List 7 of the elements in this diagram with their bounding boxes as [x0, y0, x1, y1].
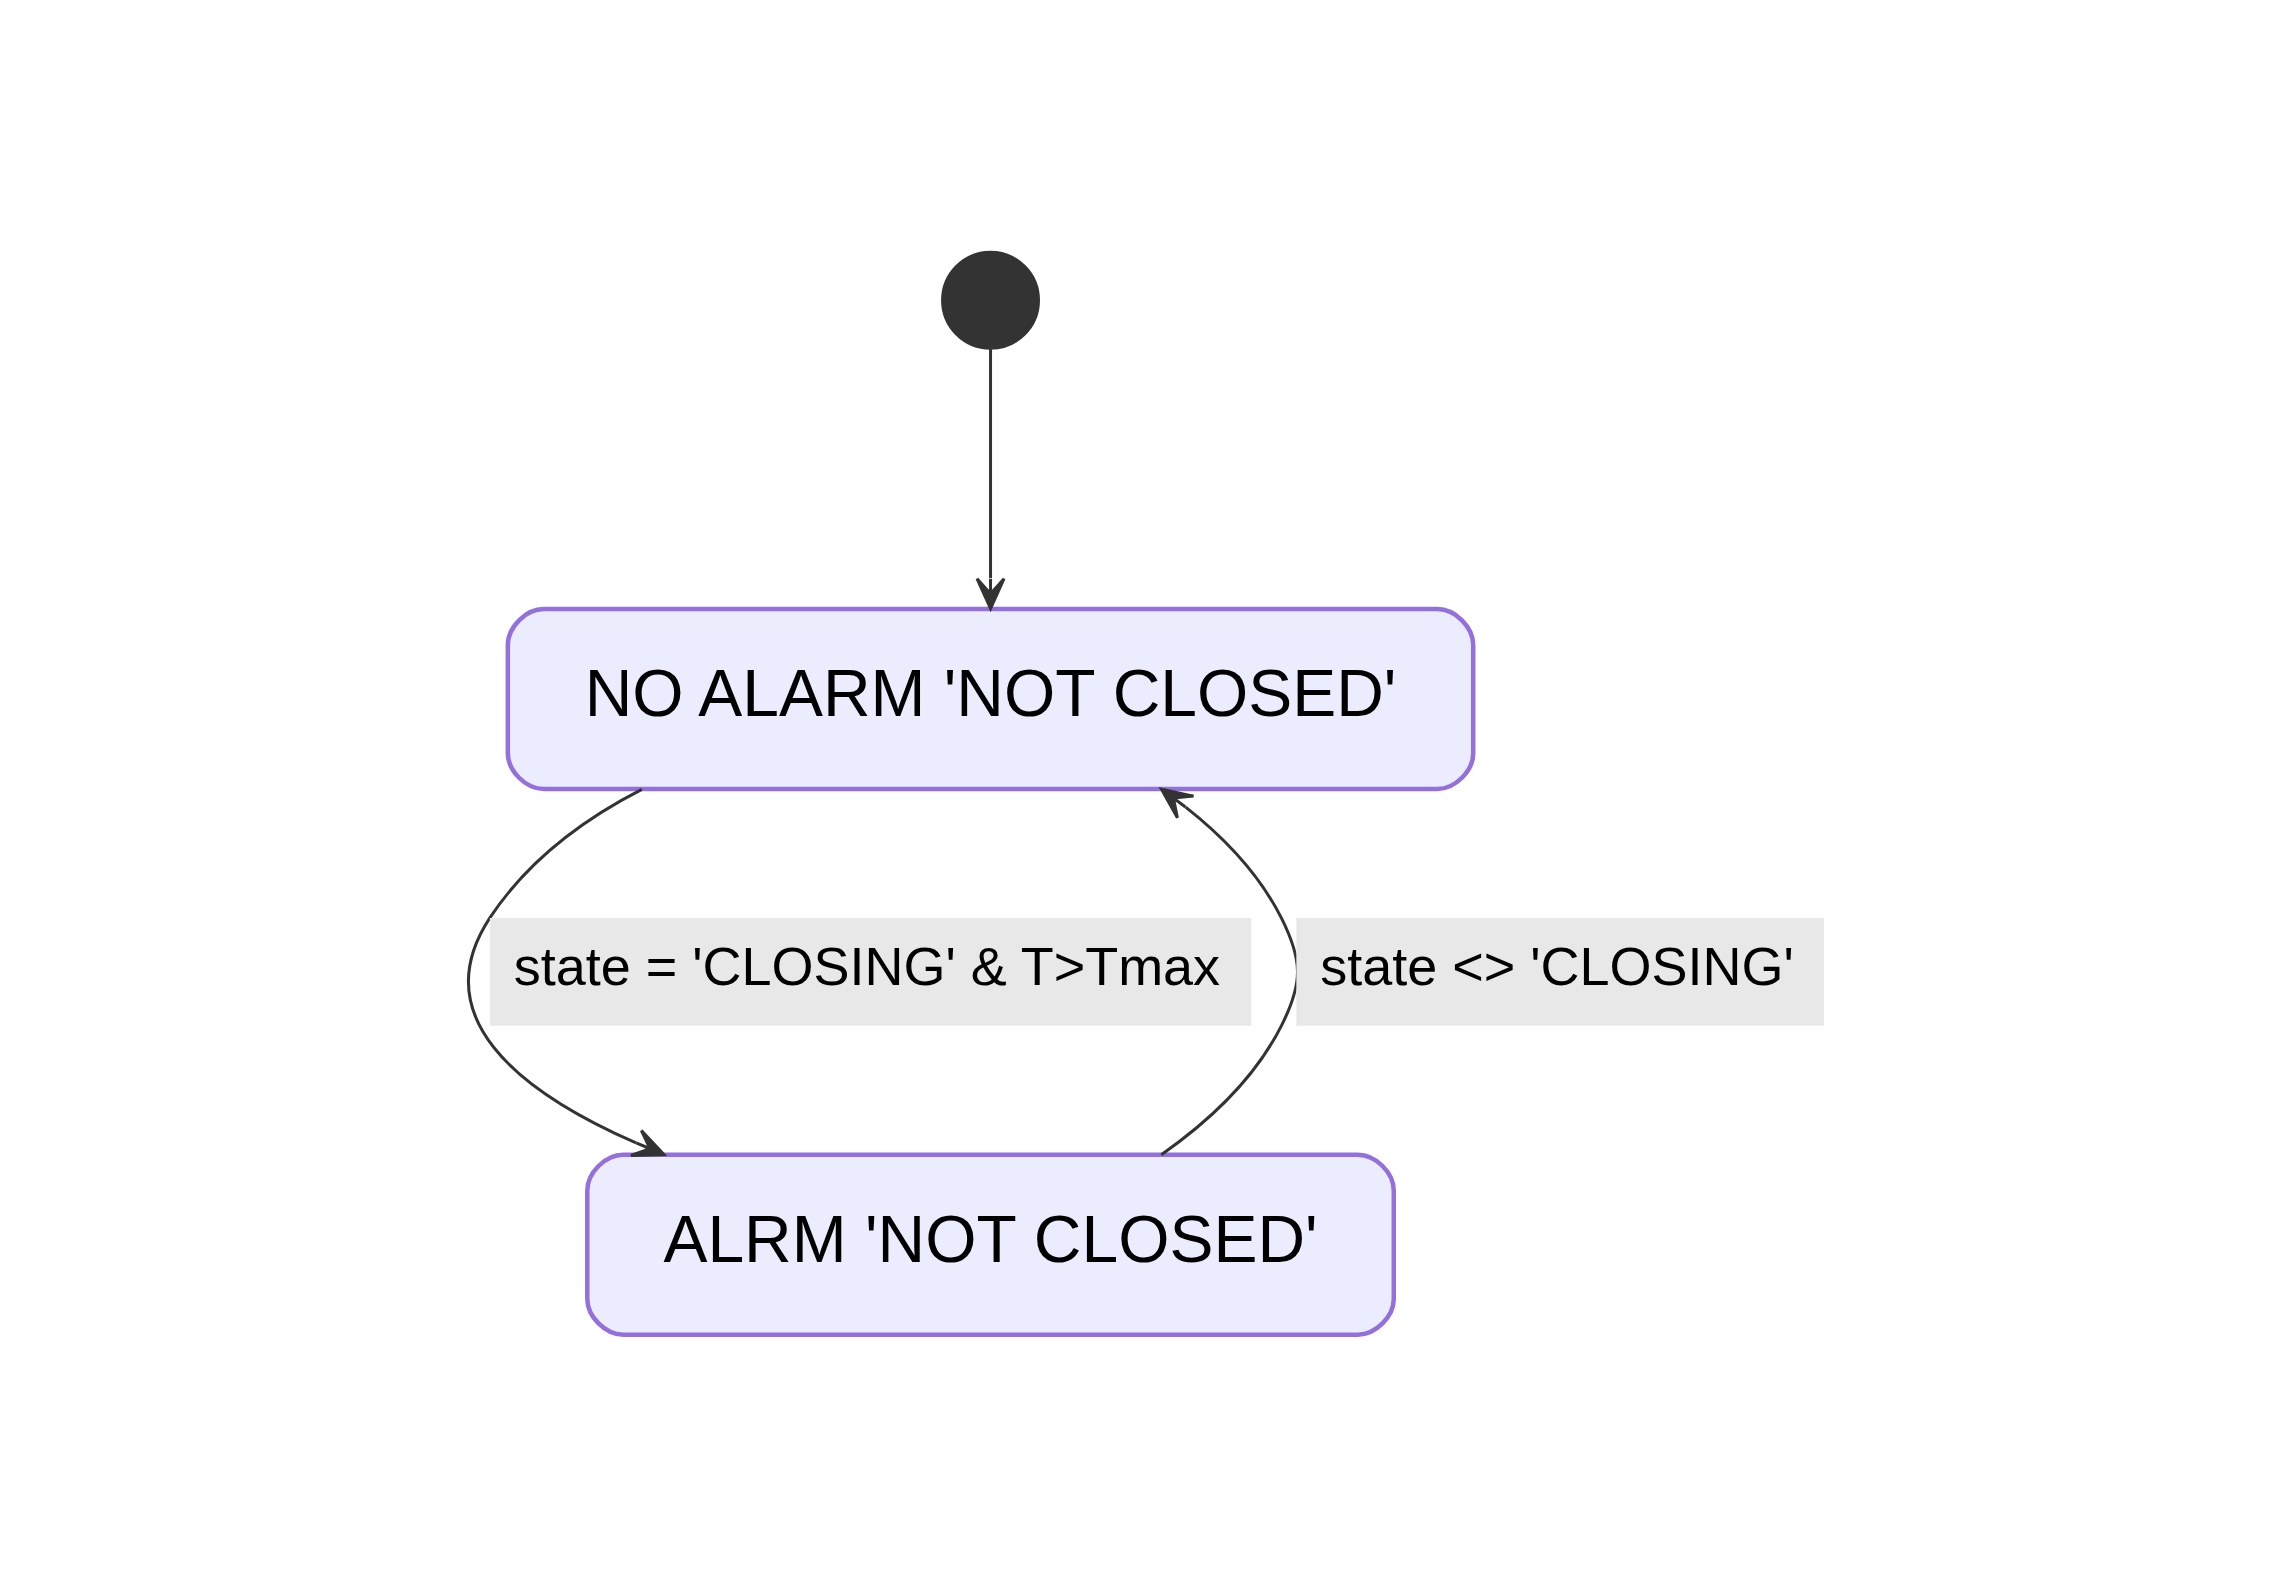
- edge-label: state <> 'CLOSING': [1320, 935, 1794, 996]
- node-box: ALRM 'NOT CLOSED': [585, 1152, 1397, 1337]
- node-circle: [941, 250, 1040, 350]
- arrow: [975, 347, 1006, 610]
- node-box: NO ALARM 'NOT CLOSED': [505, 606, 1476, 791]
- edge-label: state = 'CLOSING' & T>Tmax: [513, 935, 1221, 996]
- arrow: [467, 787, 666, 1157]
